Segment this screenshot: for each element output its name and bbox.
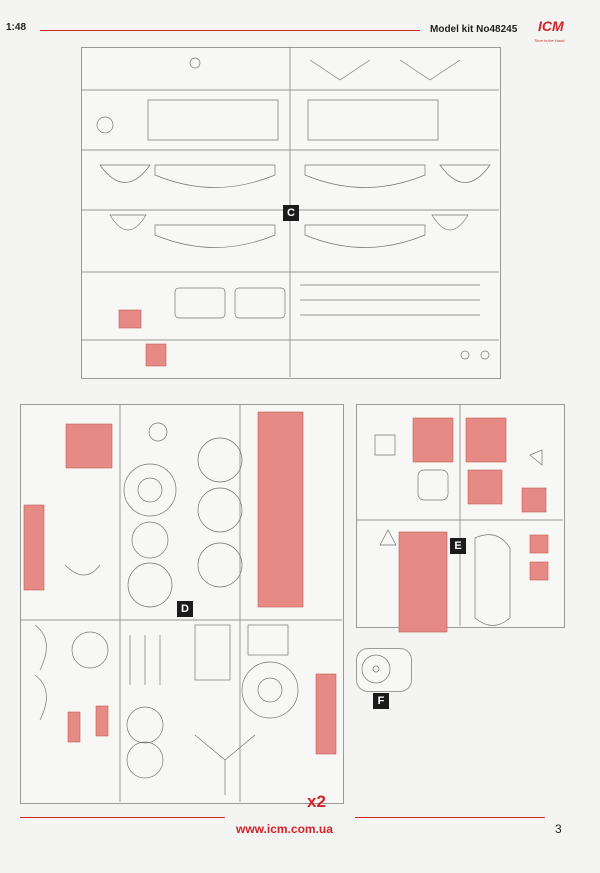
kit-number: Model kit No48245: [430, 24, 518, 35]
sprue-f-frame: [356, 648, 412, 692]
sprue-e-label: E: [450, 538, 466, 554]
logo-tagline: Time in the Hand: [534, 38, 565, 43]
footer-divider-left: [20, 817, 225, 818]
sprue-d-quantity: x2: [307, 792, 326, 811]
scale-label: 1:48: [6, 22, 27, 33]
sprue-d-label: D: [177, 601, 193, 617]
sprue-e-frame: [356, 404, 565, 628]
sprue-f-label: F: [373, 693, 389, 709]
header-divider: [40, 30, 420, 31]
page-number: 3: [555, 822, 562, 836]
footer-divider-right: [355, 817, 545, 818]
icm-logo: ICM: [538, 18, 564, 34]
website-link[interactable]: www.icm.com.ua: [236, 822, 333, 836]
sprue-c-label: C: [283, 205, 299, 221]
